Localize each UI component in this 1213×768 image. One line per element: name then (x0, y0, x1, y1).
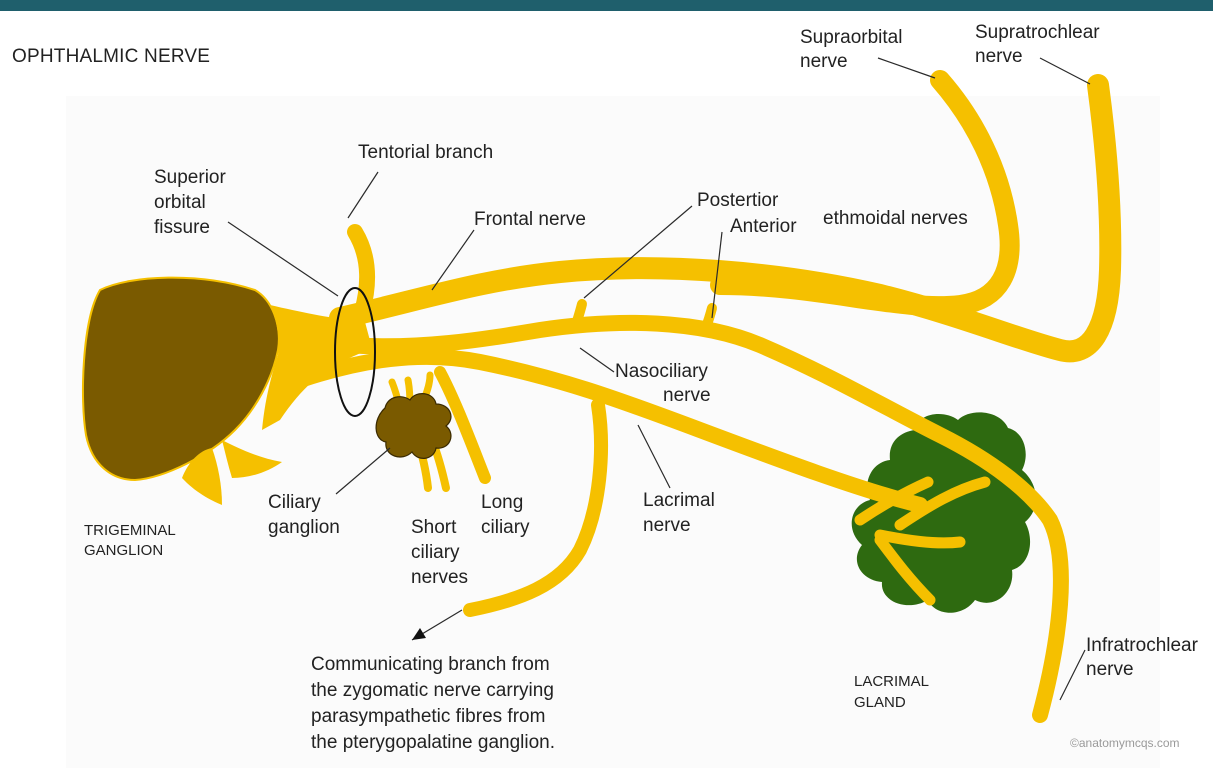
arrow-head (412, 628, 426, 640)
label-long-ciliary: Long ciliary (481, 492, 530, 538)
label-lacrimal-gland: LACRIMAL GLAND (854, 673, 933, 711)
label-superior-orbital-fissure: Superior orbital fissure (154, 167, 231, 238)
leader-supratrochlear (1039, 57, 1091, 85)
label-anterior: Anterior (730, 216, 797, 237)
lacrimal-gland-branch-2 (874, 529, 966, 549)
leader-frontal-nerve (431, 229, 475, 291)
trigeminal-ganglion (81, 276, 280, 482)
leader-superior-orbital-fissure (227, 221, 339, 297)
label-supraorbital-nerve: Supraorbital nerve (800, 27, 908, 72)
leader-lacrimal-nerve (637, 424, 671, 489)
supraorbital-nerve (710, 70, 1020, 317)
label-supratrochlear-nerve: Supratrochlear nerve (975, 22, 1105, 67)
top-bar (0, 0, 1213, 11)
ciliary-ganglion (375, 393, 452, 459)
label-postertior: Postertior (697, 190, 779, 211)
frontal-nerve (329, 74, 1122, 363)
leader-ciliary-ganglion (335, 447, 391, 495)
trigeminal-root-2 (222, 440, 282, 478)
diagram-title: OPHTHALMIC NERVE (12, 46, 211, 67)
leader-nasociliary (579, 347, 615, 373)
lacrimal-gland-branch-4 (894, 476, 991, 531)
superior-orbital-fissure-ring (334, 287, 376, 417)
lacrimal-gland-branch-3 (874, 534, 936, 606)
leader-supraorbital (877, 57, 936, 79)
label-trigeminal-ganglion: TRIGEMINAL GANGLION (84, 522, 179, 559)
leader-postertior (583, 205, 693, 299)
label-frontal-nerve: Frontal nerve (474, 209, 586, 230)
lacrimal-nerve (292, 348, 928, 513)
label-tentorial-branch: Tentorial branch (358, 142, 493, 163)
leader-anterior (711, 231, 723, 319)
label-ethmoidal-nerves: ethmoidal nerves (823, 208, 968, 229)
long-ciliary-nerve (434, 366, 491, 484)
tentorial-branch (347, 224, 376, 320)
trigeminal-root-1 (182, 448, 222, 505)
anterior-ethmoidal-branch (700, 303, 717, 335)
nasociliary-nerve (337, 314, 1069, 723)
copyright: ©anatomymcqs.com (1070, 736, 1180, 750)
lacrimal-gland-branch-1 (854, 476, 934, 526)
leader-tentorial-branch (347, 171, 379, 219)
label-infratrochlear-nerve: Infratrochlear nerve (1086, 635, 1203, 680)
leader-infratrochlear (1059, 649, 1086, 701)
label-short-ciliary-nerves: Short ciliary nerves (411, 517, 468, 588)
label-nasociliary-nerve: Nasociliary nerve (615, 361, 713, 406)
posterior-ethmoidal-branch (570, 299, 587, 333)
label-lacrimal-nerve: Lacrimal nerve (643, 490, 720, 536)
label-ciliary-ganglion: Ciliary ganglion (268, 492, 340, 538)
communicating-branch (463, 398, 608, 617)
label-communicating-branch: Communicating branch from the zygomatic … (311, 654, 559, 753)
